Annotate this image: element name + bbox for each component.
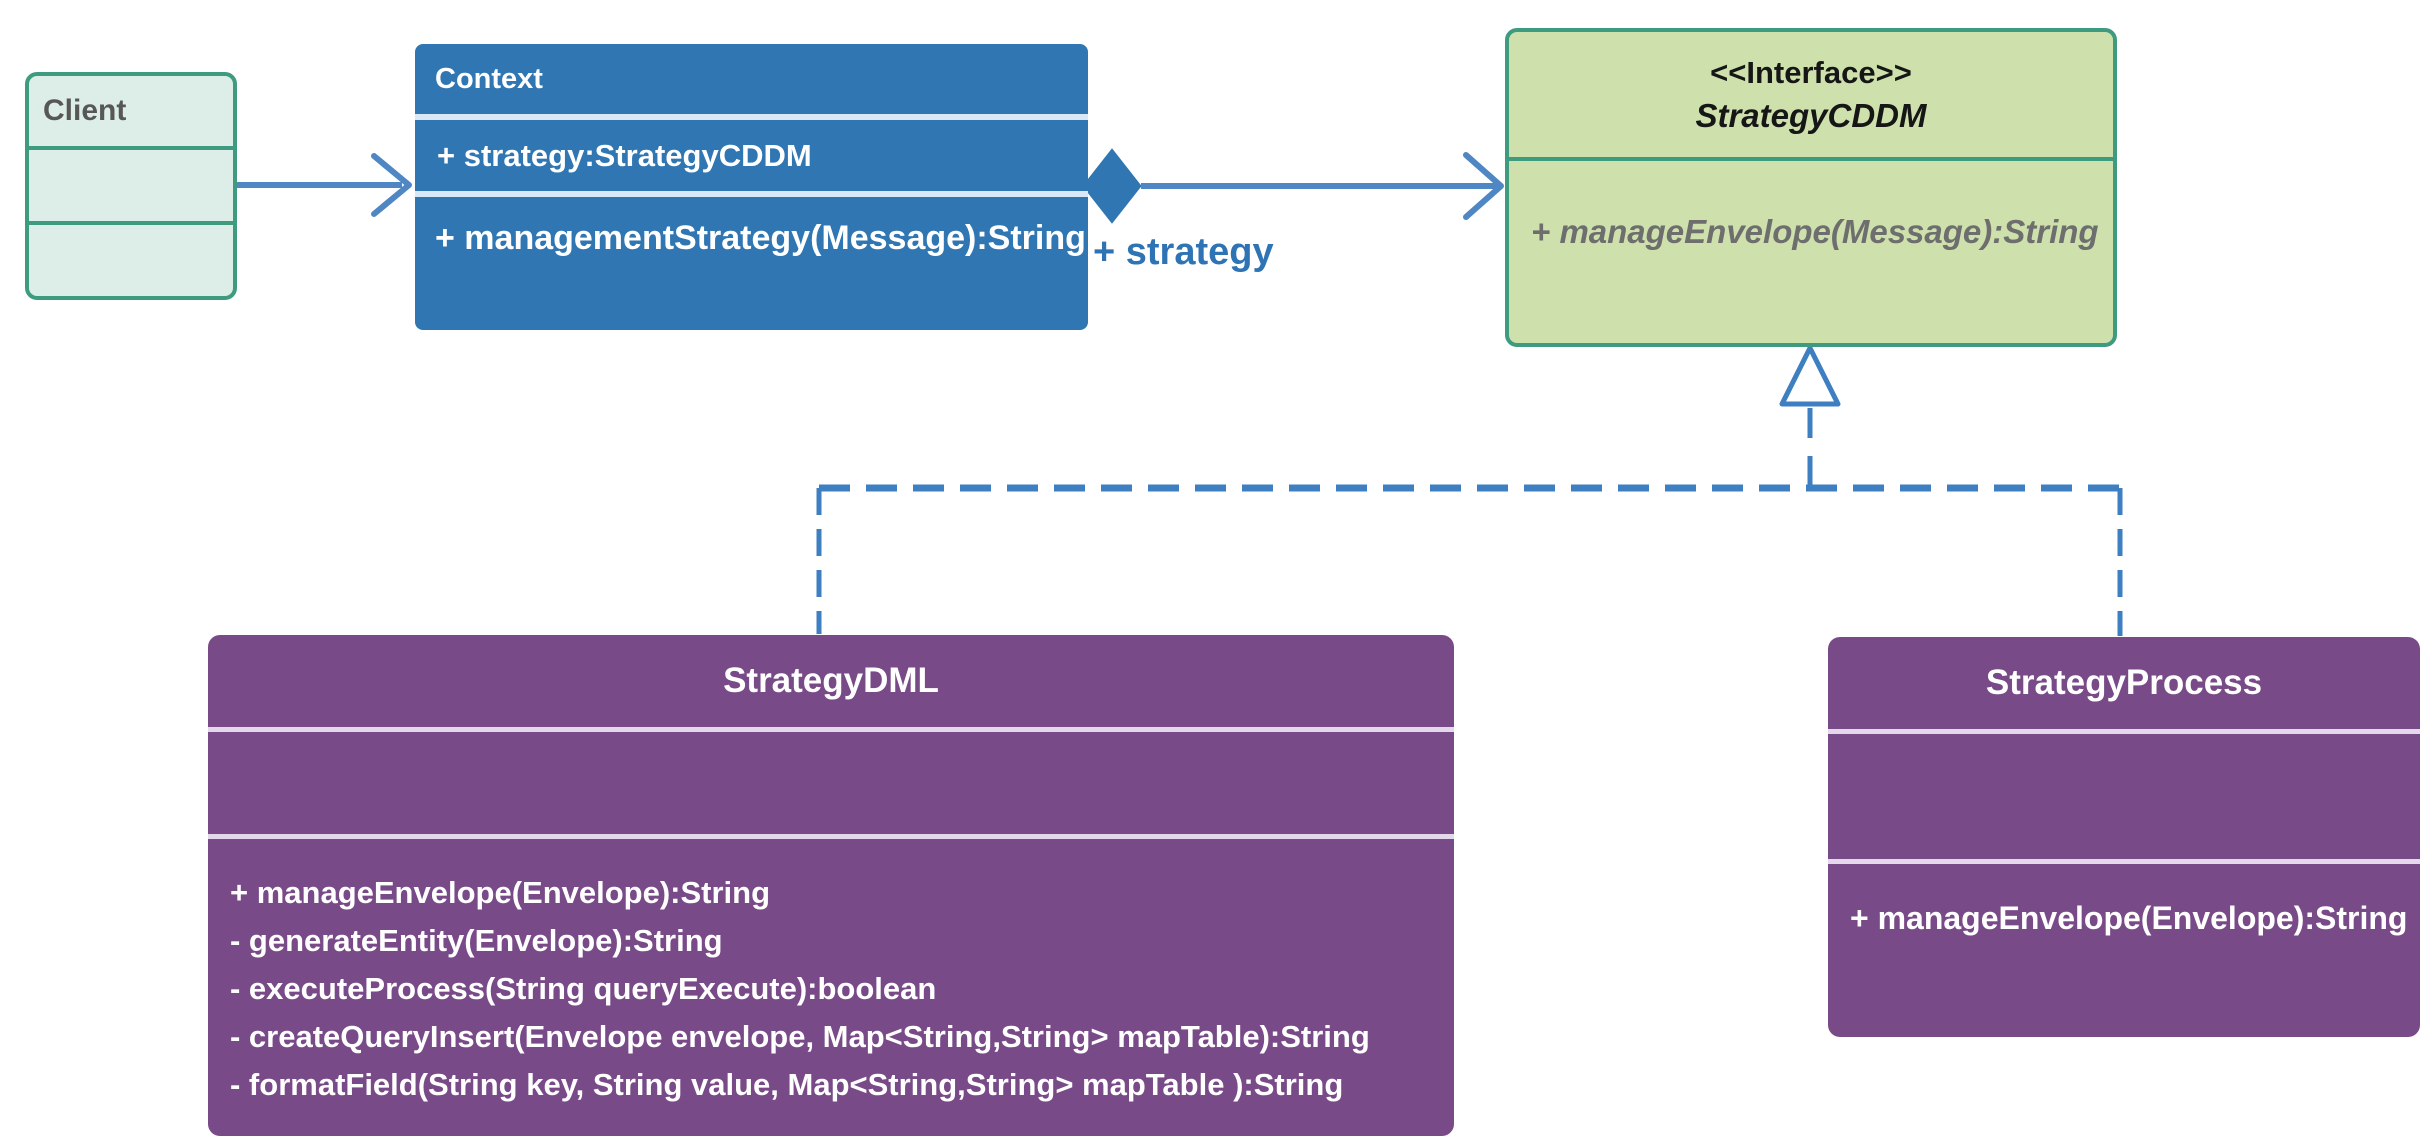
- compartment-divider: [415, 191, 1088, 197]
- compartment-divider: [415, 114, 1088, 120]
- interface-stereotype: <<Interface>>: [1710, 54, 1912, 90]
- attributes-compartment: [29, 146, 233, 221]
- strategyprocess-class-box: StrategyProcess + manageEnvelope(Envelop…: [1828, 637, 2420, 1037]
- method-line: + managementStrategy(Message):String: [435, 219, 1086, 257]
- realization-triangle-icon: [1779, 345, 1841, 407]
- methods-compartment: + manageEnvelope(Envelope):String - gene…: [208, 839, 1454, 1136]
- compartment-divider: [1828, 859, 2420, 864]
- method-line: - createQueryInsert(Envelope envelope, M…: [230, 1019, 1370, 1054]
- class-title: StrategyDML: [723, 661, 939, 700]
- context-class-box: Context + strategy:StrategyCDDM + manage…: [415, 44, 1088, 330]
- methods-compartment: [29, 221, 233, 296]
- attributes-compartment: [208, 732, 1454, 834]
- attributes-compartment: + strategy:StrategyCDDM: [415, 120, 1088, 191]
- method-line: - executeProcess(String queryExecute):bo…: [230, 971, 937, 1006]
- attribute-line: + strategy:StrategyCDDM: [437, 137, 812, 173]
- association-role-label: + strategy: [1093, 231, 1274, 273]
- method-line: - generateEntity(Envelope):String: [230, 923, 723, 958]
- aggregation-diamond-icon: [1082, 148, 1142, 224]
- method-line: + manageEnvelope(Envelope):String: [230, 875, 771, 910]
- method-line: + manageEnvelope(Envelope):String: [1850, 900, 2408, 936]
- class-title: Client: [43, 94, 127, 127]
- open-arrowhead-icon: [1463, 152, 1504, 220]
- strategydml-class-box: StrategyDML + manageEnvelope(Envelope):S…: [208, 635, 1454, 1136]
- aggregation-context-interface: [1082, 148, 1504, 224]
- strategycddm-interface-box: <<Interface>> StrategyCDDM + manageEnvel…: [1505, 28, 2117, 347]
- compartment-divider: [208, 727, 1454, 732]
- class-title: Context: [435, 62, 543, 95]
- association-client-context: [236, 153, 412, 217]
- attributes-compartment: [1828, 734, 2420, 859]
- methods-compartment: + manageEnvelope(Envelope):String: [1828, 864, 2420, 1037]
- method-line: - formatField(String key, String value, …: [230, 1067, 1344, 1102]
- methods-compartment: + managementStrategy(Message):String: [415, 197, 1088, 330]
- open-arrowhead-icon: [371, 153, 412, 217]
- compartment-divider: [1828, 729, 2420, 734]
- class-title: StrategyProcess: [1985, 663, 2263, 702]
- compartment-divider: [208, 834, 1454, 839]
- method-line: + manageEnvelope(Message):String: [1531, 213, 2099, 250]
- interface-name: StrategyCDDM: [1695, 96, 1927, 134]
- client-class-box: Client: [25, 72, 237, 300]
- realization-dashed-connector: [816, 345, 2123, 636]
- class-title: <<Interface>> StrategyCDDM: [1509, 32, 2113, 157]
- methods-compartment: + manageEnvelope(Message):String: [1509, 157, 2113, 343]
